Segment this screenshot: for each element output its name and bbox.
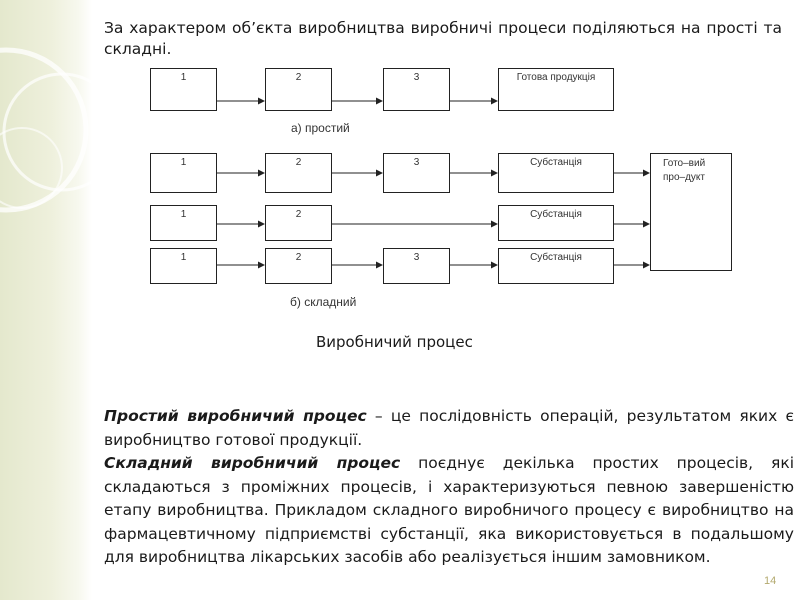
simple-product: Готова продукція xyxy=(498,68,614,111)
complex-row2-substance: Субстанція xyxy=(498,205,614,241)
simple-step-3: 3 xyxy=(383,68,450,111)
simple-step-2: 2 xyxy=(265,68,332,111)
complex-row3-step-3: 3 xyxy=(383,248,450,284)
page-number: 14 xyxy=(764,575,777,587)
complex-final-product: Гото–вий про–дукт xyxy=(650,153,732,271)
complex-row3-step-2: 2 xyxy=(265,248,332,284)
complex-term: Складний виробничий процес xyxy=(104,454,401,472)
complex-row3-step-1: 1 xyxy=(150,248,217,284)
complex-row3-substance: Субстанція xyxy=(498,248,614,284)
complex-definition: поєднує декілька простих процесів, які с… xyxy=(104,454,794,566)
complex-row1-substance: Субстанція xyxy=(498,153,614,193)
complex-row1-step-3: 3 xyxy=(383,153,450,193)
decorative-sidebar xyxy=(0,0,122,600)
definitions: Простий виробничий процес – це послідовн… xyxy=(104,405,794,570)
simple-definition: – це послідовність операцій, результатом… xyxy=(104,407,794,449)
complex-row1-step-1: 1 xyxy=(150,153,217,193)
simple-caption: а) простий xyxy=(291,121,350,135)
intro-text: За характером об’єкта виробництва виробн… xyxy=(104,19,782,58)
complex-caption: б) складний xyxy=(290,295,357,309)
complex-row2-step-2: 2 xyxy=(265,205,332,241)
simple-step-1: 1 xyxy=(150,68,217,111)
complex-row1-step-2: 2 xyxy=(265,153,332,193)
complex-row2-step-1: 1 xyxy=(150,205,217,241)
diagram-title: Виробничий процес xyxy=(316,333,473,351)
simple-term: Простий виробничий процес xyxy=(104,407,367,425)
